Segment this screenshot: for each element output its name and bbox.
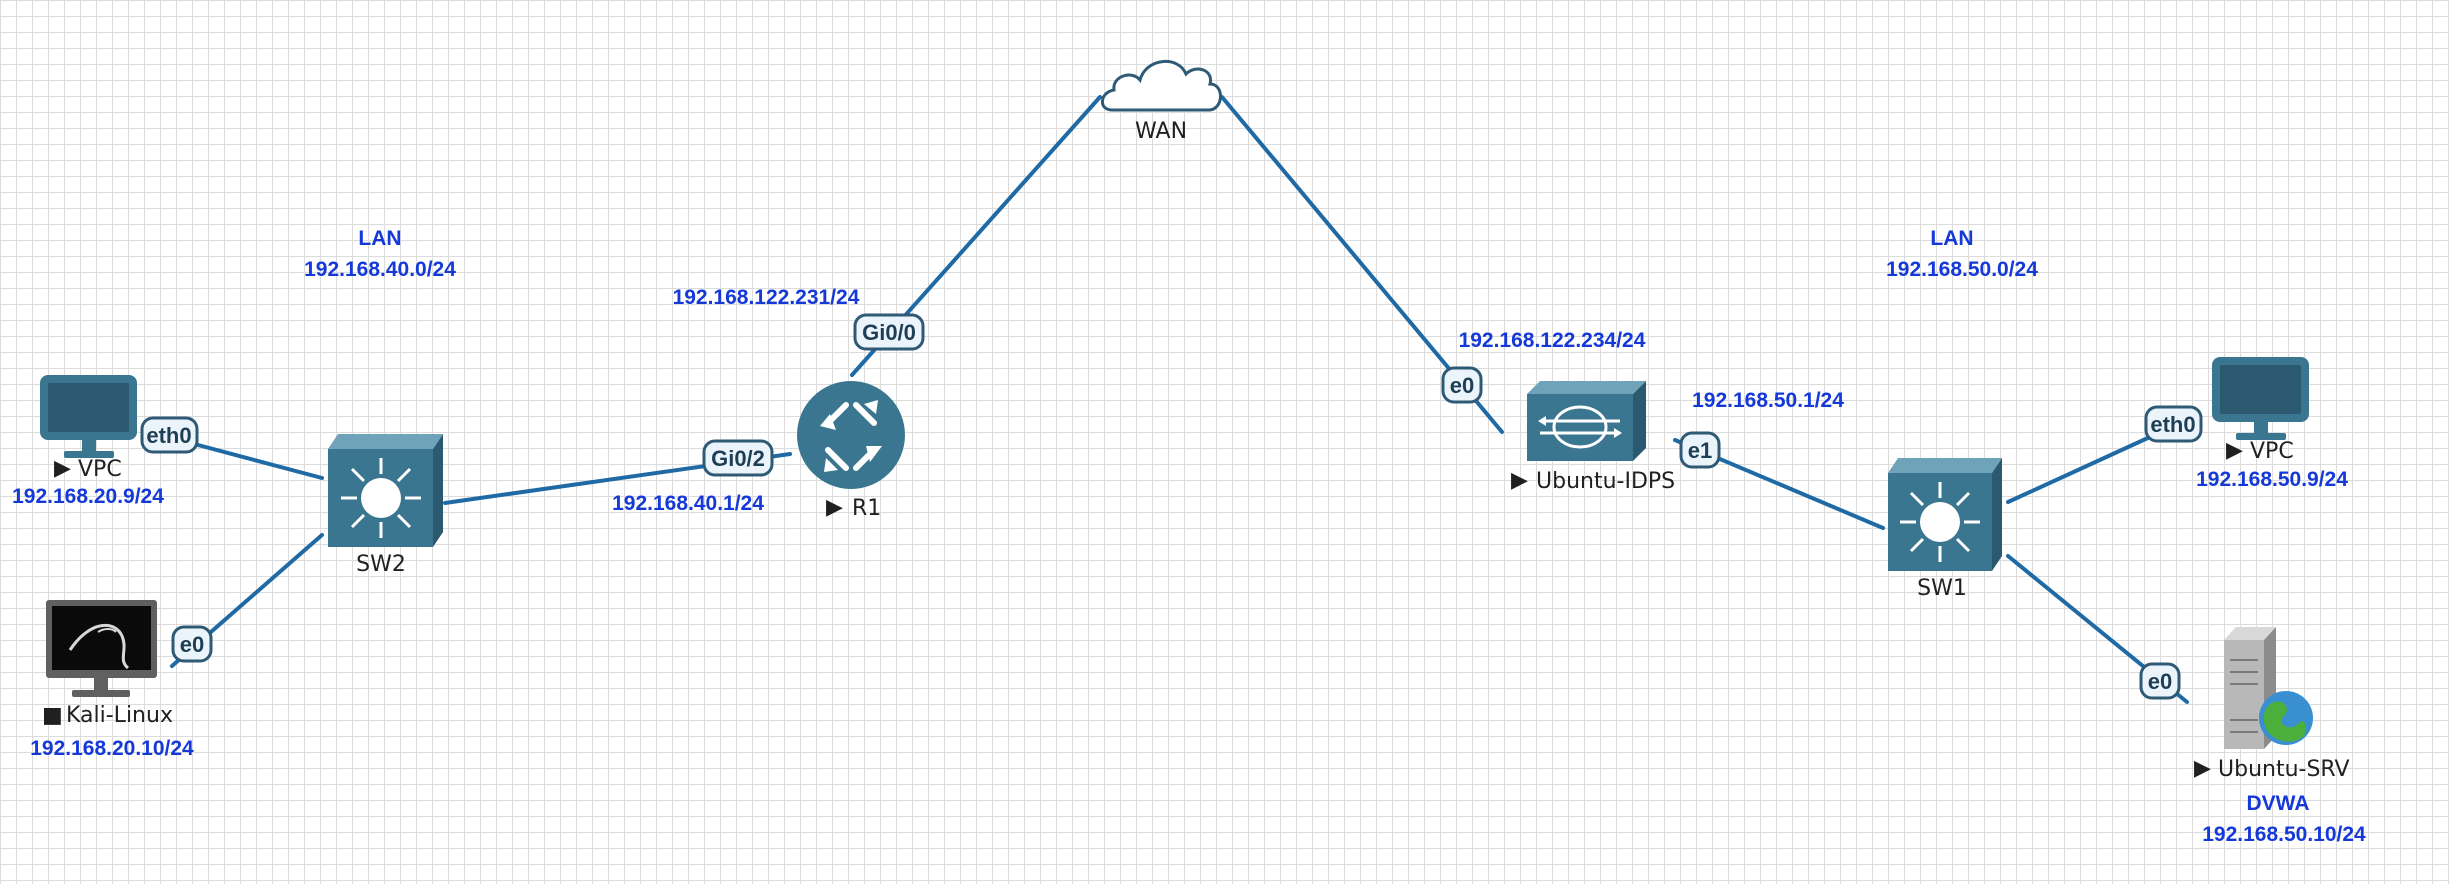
r1-lan-ip: 192.168.40.1/24 [612,492,764,515]
multilayer-switch-icon [1888,458,2002,571]
vpc-right-label: VPC [2250,439,2294,464]
port-vpc-left-eth0[interactable]: eth0 [140,416,199,454]
svg-text:e0: e0 [2148,669,2172,694]
vpc-right-status: ▶ [2226,438,2243,463]
svg-text:Gi0/2: Gi0/2 [711,446,765,471]
vpc-left-label: VPC [78,457,122,482]
port-idps-e1[interactable]: e1 [1679,431,1721,469]
port-r1-gi02[interactable]: Gi0/2 [702,439,774,477]
svg-text:eth0: eth0 [2150,412,2195,437]
r1-node[interactable]: ▶ R1 [797,381,905,521]
ubuntu-srv-node[interactable]: ▶ Ubuntu-SRV [2194,627,2350,782]
ubuntu-srv-role: DVWA [2247,792,2310,815]
ubuntu-srv-label: Ubuntu-SRV [2218,757,2350,782]
links [166,95,2189,704]
r1-wan-ip: 192.168.122.231/24 [673,286,860,309]
link-sw1-vpc-right[interactable] [2006,435,2152,504]
wan-node[interactable]: WAN [1101,59,1222,144]
network-labels: LAN 192.168.40.0/24 LAN 192.168.50.0/24 … [12,227,2366,846]
port-idps-e0[interactable]: e0 [1441,366,1483,404]
lan-left-subnet: 192.168.40.0/24 [304,258,456,281]
vpc-right-node[interactable]: ▶ VPC [2212,357,2309,464]
sw2-label: SW2 [356,552,406,577]
r1-label: R1 [852,496,881,521]
kali-label: Kali-Linux [66,703,173,728]
port-r1-gi00[interactable]: Gi0/0 [853,313,925,351]
vpc-left-status: ▶ [54,456,71,481]
vpc-left-node[interactable]: ▶ VPC [40,375,137,482]
router-icon [797,381,905,489]
monitor-icon [2212,357,2309,440]
sw1-label: SW1 [1917,576,1967,601]
idps-status: ▶ [1511,468,1528,493]
sw2-node[interactable]: SW2 [328,434,443,577]
port-kali-e0[interactable]: e0 [171,625,213,663]
kali-status: ■ [42,703,63,728]
r1-status: ▶ [826,495,843,520]
svg-text:e0: e0 [1450,373,1474,398]
vpc-left-ip: 192.168.20.9/24 [12,485,164,508]
monitor-icon [40,375,137,458]
lan-right-name: LAN [1930,227,1973,250]
wan-label: WAN [1135,119,1187,144]
port-vpc-right-eth0[interactable]: eth0 [2144,405,2203,443]
idps-node[interactable]: ▶ Ubuntu-IDPS [1511,381,1675,494]
svg-text:e0: e0 [180,632,204,657]
svg-text:eth0: eth0 [146,423,191,448]
port-labels: eth0 e0 Gi0/2 Gi0/0 e0 e1 eth0 e0 [140,313,2203,700]
svg-text:Gi0/0: Gi0/0 [862,320,916,345]
cloud-icon [1101,59,1222,112]
kali-node[interactable]: ■ Kali-Linux [42,600,173,728]
ubuntu-srv-ip: 192.168.50.10/24 [2202,823,2366,846]
server-globe-icon [2224,627,2313,749]
port-srv-e0[interactable]: e0 [2139,662,2181,700]
vpc-right-ip: 192.168.50.9/24 [2196,468,2348,491]
kali-ip: 192.168.20.10/24 [30,737,194,760]
multilayer-switch-icon [328,434,443,547]
sw1-node[interactable]: SW1 [1888,458,2002,601]
lan-left-name: LAN [358,227,401,250]
idps-label: Ubuntu-IDPS [1536,469,1675,494]
idps-wan-ip: 192.168.122.234/24 [1459,329,1646,352]
kali-monitor-icon [46,600,157,697]
firewall-icon [1527,381,1646,461]
svg-text:e1: e1 [1688,438,1712,463]
idps-lan-ip: 192.168.50.1/24 [1692,389,1844,412]
ubuntu-srv-status: ▶ [2194,756,2211,781]
lan-right-subnet: 192.168.50.0/24 [1886,258,2038,281]
